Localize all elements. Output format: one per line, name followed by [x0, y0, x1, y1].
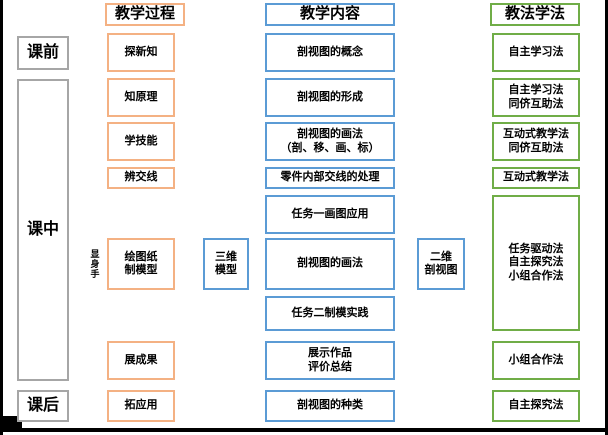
content-section-drawing-method: 剖视图的画法 （剖、移、画、标）	[265, 122, 395, 161]
header-teaching-method: 教法学法	[490, 3, 580, 26]
content-section-types: 剖视图的种类	[265, 390, 395, 422]
content-section-showcase: 展示作品 评价总结	[265, 341, 395, 380]
process-step-explore: 探新知	[107, 33, 175, 72]
method-section-inquiry: 自主探究法	[492, 390, 580, 422]
stage-during-class: 课中	[17, 79, 69, 381]
process-step-skill: 学技能	[107, 122, 175, 161]
slide-frame-bottom-border	[0, 428, 608, 432]
process-step-extend-application: 拓应用	[107, 390, 175, 422]
model-label-3d: 三维 模型	[203, 238, 249, 290]
process-step-show-results: 展成果	[107, 341, 175, 380]
process-step-draw-and-model: 绘图纸 制模型	[107, 238, 175, 290]
process-step-lines: 辨交线	[107, 167, 175, 189]
content-section-formation: 剖视图的形成	[265, 78, 395, 117]
content-section-internal-lines: 零件内部交线的处理	[265, 167, 395, 189]
method-section-self-study: 自主学习法	[492, 33, 580, 72]
header-teaching-content: 教学内容	[265, 3, 395, 26]
stage-before-class: 课前	[17, 36, 69, 70]
stage-after-class: 课后	[17, 390, 69, 422]
header-teaching-process: 教学过程	[105, 3, 185, 26]
process-step-principle: 知原理	[107, 78, 175, 117]
method-section-interactive-peer: 互动式教学法 同侪互助法	[492, 122, 580, 161]
slide-frame-right-border	[605, 0, 608, 435]
method-section-self-study-peer: 自主学习法 同侪互助法	[492, 78, 580, 117]
method-section-group-cooperation: 小组合作法	[492, 341, 580, 380]
slide-frame-left-border	[0, 0, 3, 435]
method-section-task-driven: 任务驱动法 自主探究法 小组合作法	[492, 195, 580, 331]
process-side-label-show-skill: 显身手	[90, 248, 100, 280]
content-section-concept: 剖视图的概念	[265, 33, 395, 72]
method-section-interactive: 互动式教学法	[492, 167, 580, 189]
model-label-2d: 二维 剖视图	[417, 238, 465, 290]
content-section-task-two: 任务二制模实践	[265, 296, 395, 331]
content-section-task-one: 任务一画图应用	[265, 195, 395, 234]
content-section-drawing-method-repeat: 剖视图的画法	[265, 238, 395, 290]
